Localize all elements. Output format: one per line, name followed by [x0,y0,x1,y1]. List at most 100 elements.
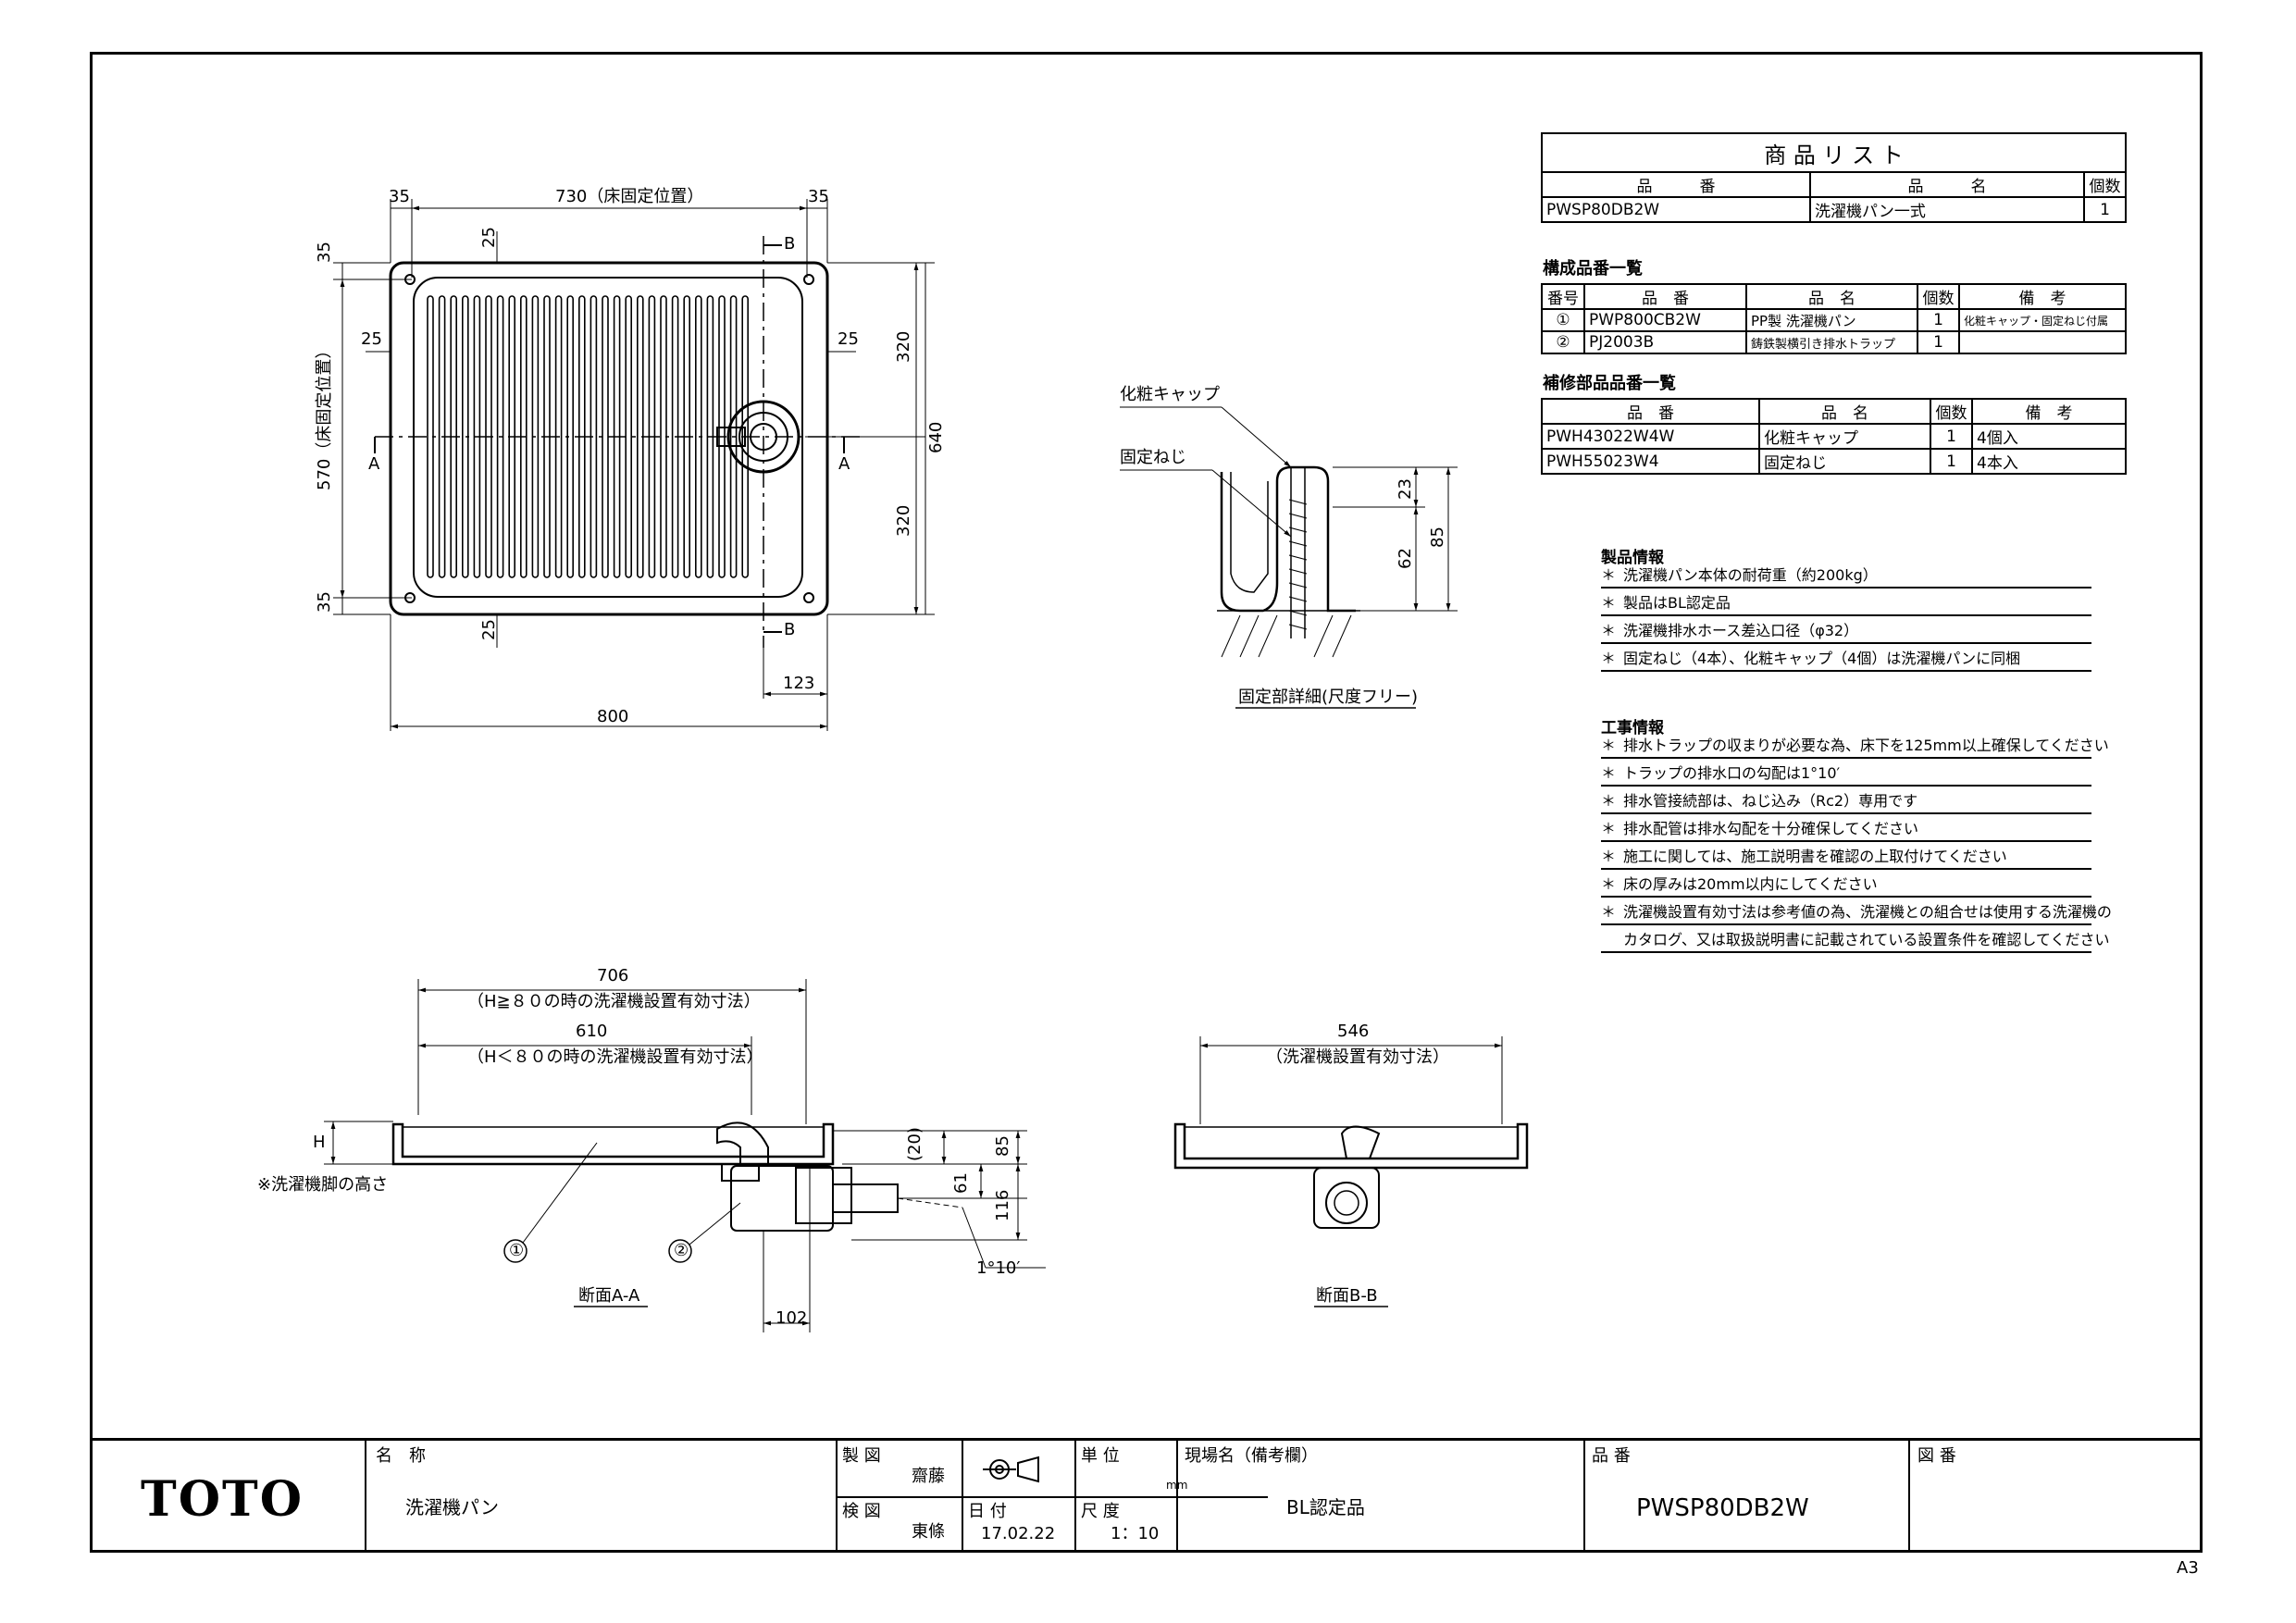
note-text: 固定ねじ（4本）、化粧キャップ（4個）は洗濯機パンに同梱 [1623,650,2021,667]
comp-name: PP製 洗濯機パン [1745,308,1918,332]
table-row: ② PJ2003B 鋳鉄製横引き排水トラップ 1 [1541,330,2127,354]
product-number: PWSP80DB2W [1541,196,1811,223]
product-list-title: 商 品 リ ス ト [1541,132,2127,173]
comp-number: PJ2003B [1583,330,1747,354]
part-label: 品 番 [1592,1446,1631,1466]
name-label: 名 称 [376,1446,426,1466]
dim-plan-left-bottom: 35 [315,591,334,613]
title-block: TOTO 名 称 洗濯機パン 製 図 齋藤 検 図 東條 日 付 17.02.2… [90,1438,2203,1553]
note-item: ＊ 排水トラップの収まりが必要な為、床下を125mm以上確保してください [1601,733,2109,759]
projection-symbol-icon [981,1454,1046,1485]
dim-plan-bottom-offset: 123 [783,674,815,693]
dim-plan-top-right: 35 [808,187,829,206]
dim-546: 546 [1337,1022,1370,1041]
note-item: ＊製品はBL認定品 [1601,590,2091,616]
date-value: 17.02.22 [981,1524,1056,1543]
repair-name: 化粧キャップ [1758,423,1931,450]
note-bullet: ＊ [1601,622,1617,639]
product-list-header-number: 品 番 [1541,171,1811,198]
note-item: ＊ 施工に関しては、施工説明書を確認の上取付けてください [1601,844,2091,870]
comp-remarks [1958,330,2127,354]
dim-detail-23: 23 [1396,478,1415,500]
comp-no: ① [1541,308,1585,332]
note-text: 洗濯機設置有効寸法は参考値の為、洗濯機との組合せは使用する洗濯機の [1623,903,2112,921]
comp-header-remarks: 備 考 [1958,283,2127,310]
plan-view [333,199,935,731]
dim-plan-top-left: 35 [389,187,410,206]
dim-plan-inner-left: 25 [361,329,382,349]
note-text: 排水管接続部は、ねじ込み（Rc2）専用です [1623,792,1918,810]
note-bullet: ＊ [1601,903,1617,921]
comp-qty: 1 [1917,308,1960,332]
note-h: ※洗濯機脚の高さ [257,1175,389,1195]
note-546: （洗濯機設置有効寸法） [1266,1047,1449,1067]
table-row: PWSP80DB2W 洗濯機パン一式 1 [1541,196,2127,223]
dim-plan-inner-right: 25 [838,329,859,349]
comp-no: ② [1541,330,1585,354]
pan-rib [496,295,504,578]
components-title: 構成品番一覧 [1543,259,1643,279]
comp-header-number: 品 番 [1583,283,1747,310]
note-item: ＊ 洗濯機排水ホース差込口径（φ32） [1601,618,2091,644]
dim-102: 102 [776,1308,808,1328]
note-text: 排水トラップの収まりが必要な為、床下を125mm以上確保してください [1623,737,2109,754]
note-item: ＊排水管接続部は、ねじ込み（Rc2）専用です [1601,788,2091,814]
comp-header-name: 品 名 [1745,283,1918,310]
site-value: BL認定品 [1286,1496,1365,1518]
drawn-value: 齋藤 [912,1467,945,1486]
note-item: ＊トラップの排水口の勾配は1°10′ [1601,761,2091,787]
dim-a-85: 85 [993,1135,1012,1157]
note-bullet: ＊ [1601,848,1617,865]
note-text: 製品はBL認定品 [1623,594,1731,612]
repair-parts-title: 補修部品品番一覧 [1543,374,1676,393]
note-item: ＊洗濯機パン本体の耐荷重（約200kg） [1601,563,2091,588]
callout-1: ① [509,1241,525,1260]
section-mark-a-left: A [368,454,380,474]
drawing-no-label: 図 番 [1917,1446,1956,1466]
pan-rib [602,295,609,578]
label-decorative-cap: 化粧キャップ [1120,385,1220,404]
repair-header-name: 品 名 [1758,398,1931,425]
section-b-caption: 断面B-B [1316,1286,1378,1306]
dim-20: (20) [905,1127,925,1161]
comp-remarks: 化粧キャップ・固定ねじ付属 [1958,308,2127,332]
sheet-size: A3 [2177,1558,2199,1578]
note-text: 床の厚みは20mm以内にしてください [1623,875,1878,893]
note-bullet: ＊ [1601,650,1617,667]
section-a-a [324,979,1046,1332]
note-item: カタログ、又は取扱説明書に記載されている設置条件を確認してください [1601,927,2109,953]
dim-plan-right-lower: 320 [894,504,913,537]
work-info-title: 工事情報 [1601,719,1664,737]
repair-header-number: 品 番 [1541,398,1760,425]
label-h: H [313,1133,326,1152]
detail-view [1120,406,1458,709]
note-bullet: ＊ [1601,737,1617,754]
note-bullet: ＊ [1601,875,1617,893]
slope-label: 1°10′ [976,1258,1021,1278]
table-row: ① PWP800CB2W PP製 洗濯機パン 1 化粧キャップ・固定ねじ付属 [1541,308,2127,332]
comp-header-no: 番号 [1541,283,1585,310]
repair-header-remarks: 備 考 [1971,398,2127,425]
note-text: 洗濯機排水ホース差込口径（φ32） [1623,622,1859,639]
note-item: ＊排水配管は排水勾配を十分確保してください [1601,816,2091,842]
note-text: 施工に関しては、施工説明書を確認の上取付けてください [1623,848,2007,865]
dim-61: 61 [951,1172,971,1194]
repair-header-qty: 個数 [1930,398,1973,425]
scale-label: 尺 度 [1081,1502,1120,1521]
part-value: PWSP80DB2W [1636,1494,1809,1522]
note-text: 洗濯機パン本体の耐荷重（約200kg） [1623,566,1878,584]
checked-label: 検 図 [842,1502,881,1521]
comp-header-qty: 個数 [1917,283,1960,310]
dim-plan-top-mid: 730（床固定位置） [555,187,704,206]
section-a-caption: 断面A-A [578,1286,640,1306]
dim-plan-right-total: 640 [926,421,946,453]
detail-caption: 固定部詳細(尺度フリー) [1238,688,1419,707]
dim-plan-inner-bottom: 25 [479,619,499,640]
scale-value: 1：10 [1111,1524,1160,1543]
table-row: PWH55023W4 固定ねじ 1 4本入 [1541,448,2127,475]
site-label: 現場名（備考欄） [1185,1446,1318,1466]
section-b-b [1173,1036,1529,1307]
label-fixing-screw: 固定ねじ [1120,448,1186,467]
table-row: PWH43022W4W 化粧キャップ 1 4個入 [1541,423,2127,450]
